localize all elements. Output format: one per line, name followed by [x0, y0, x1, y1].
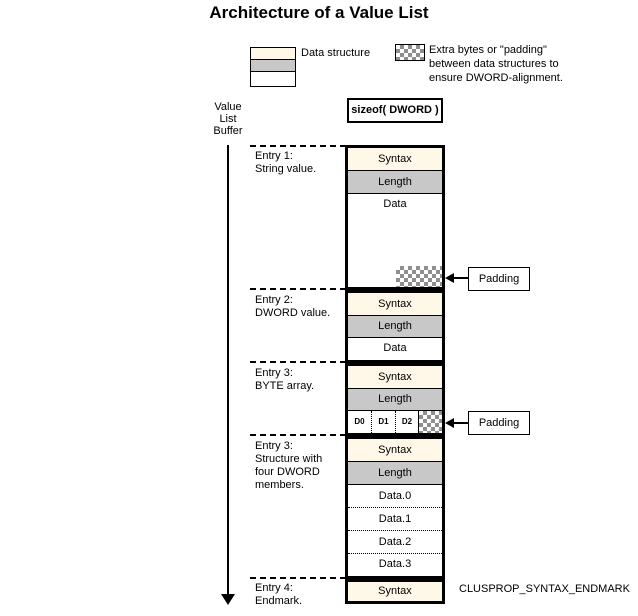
- entry-3-syntax-cell: Syntax: [348, 366, 442, 389]
- diagram-title: Architecture of a Value List: [209, 3, 429, 22]
- data-structure-legend-swatch: [250, 47, 296, 87]
- padding-callout-2: Padding: [468, 411, 530, 435]
- entry-3-byte-d0-cell: D0: [348, 411, 372, 433]
- entry-3-byte-d1-cell: D1: [372, 411, 396, 433]
- entry-2-data-cell: Data: [383, 342, 407, 354]
- entry-separator-dashed: [250, 361, 346, 363]
- entry-1-label: Entry 1: String value.: [255, 150, 317, 175]
- entry-separator-dashed: [250, 288, 346, 290]
- entry-1-data-cell: Data: [383, 198, 407, 210]
- entry-3-byte-row: D0 D1 D2: [348, 411, 442, 433]
- entry-2-syntax-cell: Syntax: [348, 293, 442, 316]
- entry-1-syntax-cell: Syntax: [348, 148, 442, 171]
- entry-3b-length-cell: Length: [348, 462, 442, 485]
- entry-3b-syntax-cell: Syntax: [348, 439, 442, 462]
- entry-separator-dashed: [250, 145, 346, 147]
- entry-3-label: Entry 3: BYTE array.: [255, 367, 315, 392]
- entry-3b-data3-cell: Data.3: [378, 558, 412, 570]
- length-swatch-stripe: [251, 60, 295, 72]
- padding-legend-swatch: [395, 44, 425, 61]
- padding-callout-line: [452, 422, 468, 424]
- entry-1-block: Syntax Length Data: [345, 145, 445, 290]
- value-list-buffer-arrow-line: [227, 145, 229, 595]
- entry-separator-dashed: [250, 577, 346, 579]
- data-structure-legend-label: Data structure: [301, 47, 371, 59]
- value-list-buffer-label: Value List Buffer: [213, 101, 243, 137]
- syntax-swatch-stripe: [251, 48, 295, 60]
- entry-2-label: Entry 2: DWORD value.: [255, 294, 331, 319]
- padding-legend-note: Extra bytes or "padding" between data st…: [429, 44, 563, 84]
- entry-4-label: Entry 4: Endmark.: [255, 582, 303, 607]
- entry-3b-label: Entry 3: Structure with four DWORD membe…: [255, 440, 323, 491]
- entry-3-byte-d2-cell: D2: [396, 411, 419, 433]
- padding-callout-1: Padding: [468, 267, 530, 291]
- data-swatch-stripe: [251, 72, 295, 84]
- entry-3-length-cell: Length: [348, 389, 442, 411]
- entry-4-block: Syntax: [345, 579, 445, 604]
- arrow-down-icon: [221, 594, 235, 605]
- entry-2-length-cell: Length: [348, 316, 442, 338]
- entry-1-length-cell: Length: [348, 171, 442, 194]
- entry-3-padding-block: [419, 411, 442, 433]
- entry-4-syntax-cell: Syntax: [348, 582, 442, 601]
- padding-callout-line: [452, 277, 468, 279]
- arrow-left-icon: [445, 418, 454, 428]
- entry-3b-data2-cell: Data.2: [348, 531, 442, 554]
- entry-3-block: Syntax Length D0 D1 D2: [345, 363, 445, 436]
- entry-2-block: Syntax Length Data: [345, 290, 445, 363]
- arrow-left-icon: [445, 273, 454, 283]
- entry-3b-data1-cell: Data.1: [348, 508, 442, 531]
- entry-separator-dashed: [250, 434, 346, 436]
- entry-1-padding-block: [396, 266, 442, 287]
- clusprop-syntax-endmark-note: CLUSPROP_SYNTAX_ENDMARK: [459, 583, 630, 595]
- entry-3b-data0-cell: Data.0: [348, 485, 442, 508]
- sizeof-dword-box: sizeof( DWORD ): [347, 98, 443, 123]
- entry-3b-block: Syntax Length Data.0 Data.1 Data.2 Data.…: [345, 436, 445, 579]
